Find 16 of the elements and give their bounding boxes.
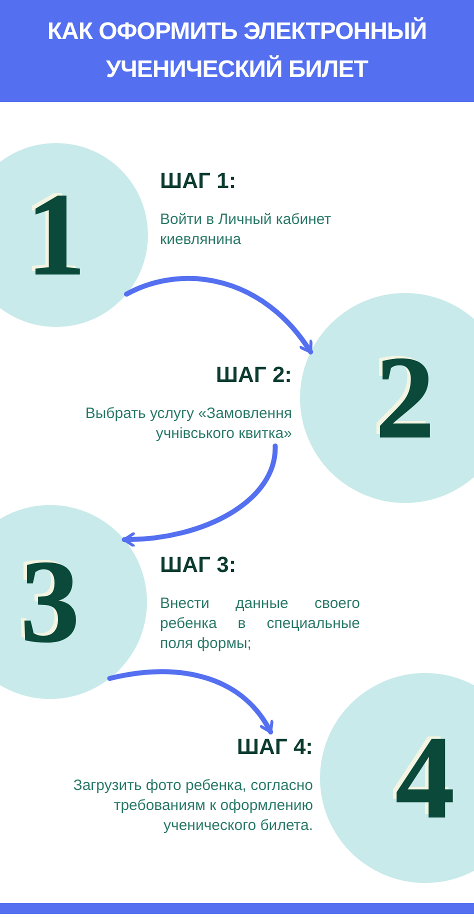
step-heading: ШАГ 4:: [236, 734, 313, 760]
curved-arrow: [122, 444, 278, 547]
step-number: 4: [396, 719, 454, 837]
step-number: 2: [376, 339, 434, 457]
step-number: 3: [20, 543, 80, 661]
step-description: Внести данные своего ребенка в специальные поля формы;: [160, 594, 360, 654]
step-description: Загрузить фото ребенка, согласно требованиям к оформлению ученического билета.: [72, 776, 313, 836]
step-description: Войти в Личный кабинет киевлянина: [160, 210, 332, 250]
step-heading: ШАГ 2:: [216, 362, 292, 388]
step-heading: ШАГ 1:: [160, 168, 236, 194]
step-description: Выбрать услугу «Замовлення учнівського квитка»: [84, 404, 292, 444]
step-heading: ШАГ 3:: [160, 552, 236, 578]
step-number: 1: [26, 176, 86, 294]
curved-arrow: [107, 669, 274, 734]
title: КАК ОФОРМИТЬ ЭЛЕКТРОННЫЙ УЧЕНИЧЕСКИЙ БИЛЕТ: [46, 16, 428, 85]
curved-arrow: [124, 276, 314, 354]
